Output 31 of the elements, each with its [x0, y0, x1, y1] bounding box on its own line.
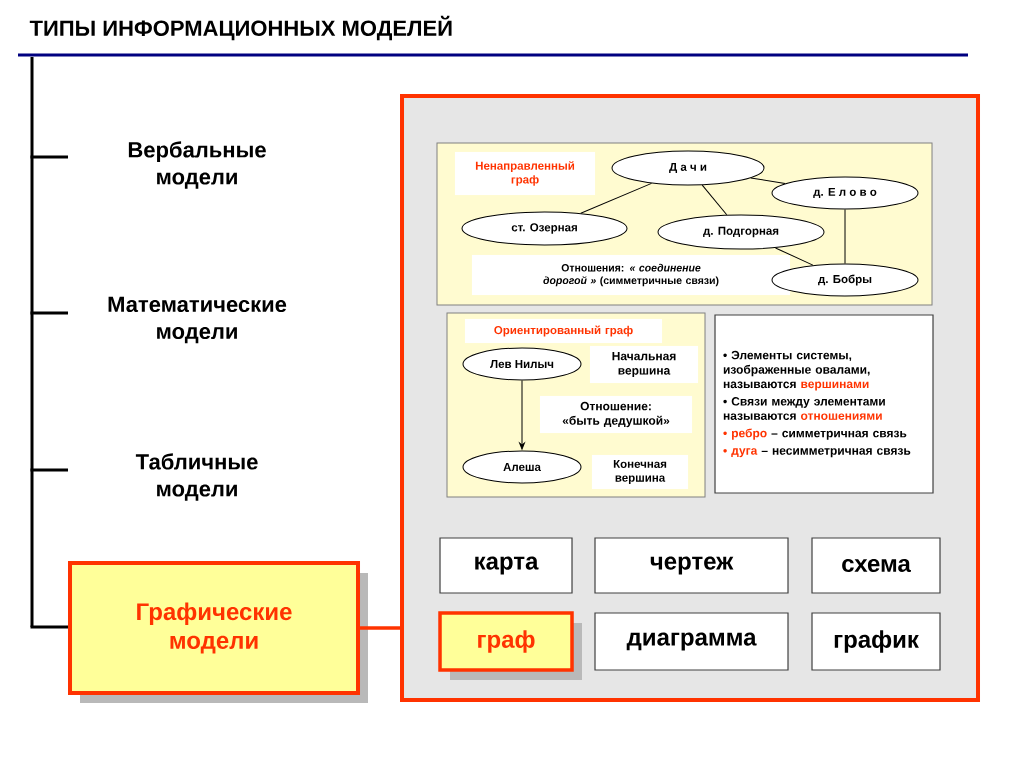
type-box: чертеж — [594, 537, 789, 594]
connector-line — [750, 177, 786, 184]
note-box: Отношение: «быть дедушкой» — [539, 395, 693, 434]
caption-box: Ориентированный граф — [464, 318, 663, 344]
type-box: карта — [439, 537, 573, 594]
caption-box: Ненаправленный граф — [454, 151, 596, 196]
connector-line — [775, 247, 814, 266]
connector-line — [580, 182, 652, 214]
type-box: схема — [811, 537, 941, 594]
connector-line — [701, 184, 728, 216]
arrow — [519, 380, 525, 450]
type-box: график — [811, 612, 941, 671]
category-label: Математические модели — [108, 296, 287, 344]
category-label: Табличные модели — [135, 453, 258, 501]
definition-box: • Элементы системы, изображенные овалами, называются вершинами • Связи между элементами называются отношениями • ребро – симметричная связь • дуга – несимметричная связь — [714, 314, 934, 494]
model-box: Графические модели — [68, 561, 368, 703]
vertex-oval: Д а ч и — [611, 150, 765, 186]
connector-line — [360, 626, 400, 630]
title: ТИПЫ ИНФОРМАЦИОННЫХ МОДЕЛЕЙ — [29, 15, 452, 41]
vertex-oval: д. Е л о в о — [771, 176, 919, 210]
category-label: Вербальные модели — [128, 141, 266, 189]
type-box: граф — [438, 611, 582, 680]
note-box: Конечная вершина — [591, 454, 689, 490]
vertex-oval: Лев Нилыч — [462, 347, 582, 381]
vertex-oval: д. Бобры — [771, 263, 919, 297]
type-box: диаграмма — [594, 612, 789, 671]
vertex-oval: ст. Озерная — [461, 211, 628, 246]
note-box: Начальная вершина — [589, 345, 699, 384]
vertex-oval: д. Подгорная — [657, 214, 825, 250]
connector-line — [844, 209, 846, 264]
vertex-oval: Алеша — [462, 450, 582, 484]
